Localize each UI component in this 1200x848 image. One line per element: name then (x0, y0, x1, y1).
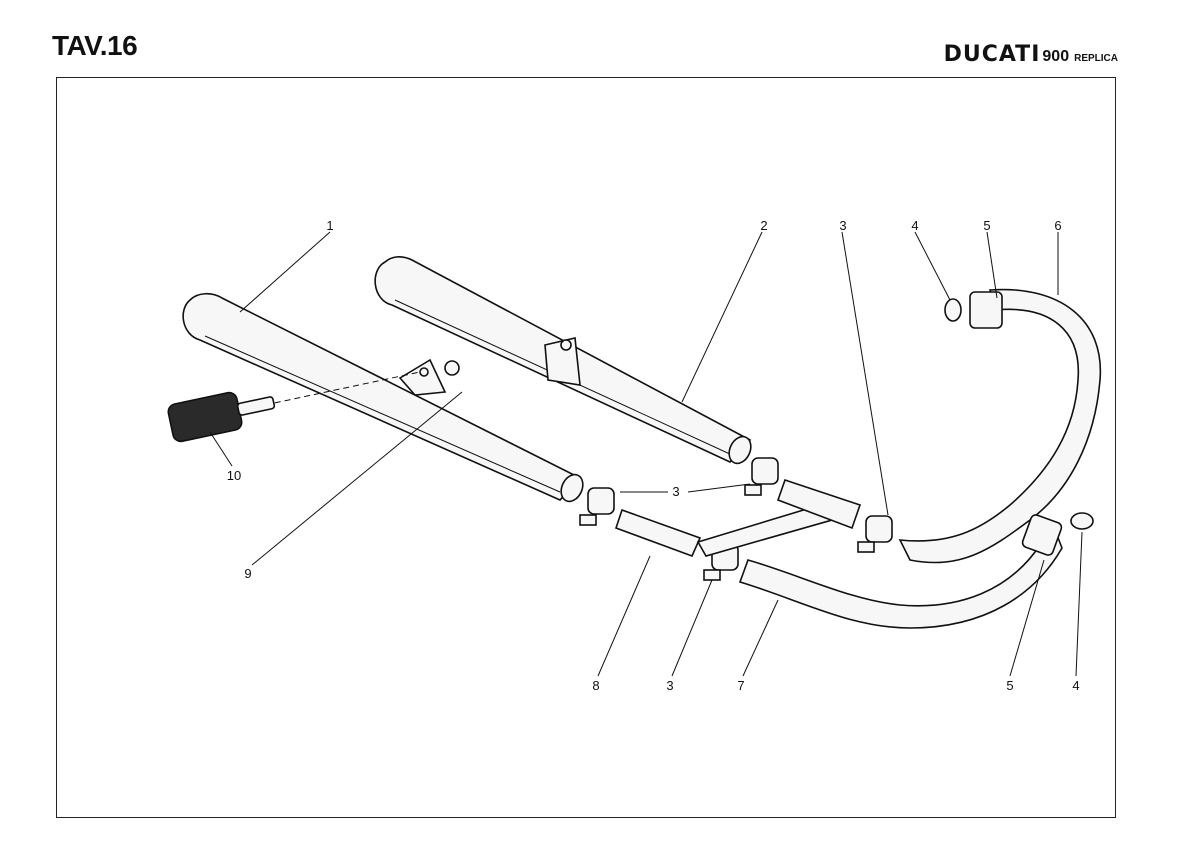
callout-1: 1 (326, 218, 333, 233)
diagram-frame (56, 77, 1116, 818)
callout-3-middle: 3 (672, 484, 679, 499)
callout-9: 9 (244, 566, 251, 581)
page-title: TAV.16 (52, 30, 138, 61)
callout-4-top: 4 (911, 218, 918, 233)
callout-3-top: 3 (839, 218, 846, 233)
sensor-part (167, 391, 276, 443)
callout-5-top: 5 (983, 218, 990, 233)
callout-5-bottom: 5 (1006, 678, 1013, 693)
callout-6: 6 (1054, 218, 1061, 233)
leader-lines (209, 231, 1083, 677)
callout-8: 8 (592, 678, 599, 693)
muffler-front (182, 292, 584, 503)
clamps (579, 457, 893, 581)
callout-2: 2 (760, 218, 767, 233)
callout-10: 10 (227, 468, 241, 483)
callout-7: 7 (737, 678, 744, 693)
callout-3-bottom: 3 (666, 678, 673, 693)
brand-subtitle: REPLICA (1074, 53, 1118, 64)
brand-name: DUCATI (943, 42, 1041, 67)
bracket (264, 358, 460, 406)
header-pipe-lower (738, 512, 1094, 629)
balance-pipe (614, 478, 862, 558)
brand-logo: DUCATI 900 REPLICA (944, 44, 1118, 66)
muffler-rear (374, 256, 752, 465)
callout-4-bottom: 4 (1072, 678, 1079, 693)
brand-model: 900 (1042, 47, 1070, 65)
header-pipe-upper (898, 288, 1102, 564)
